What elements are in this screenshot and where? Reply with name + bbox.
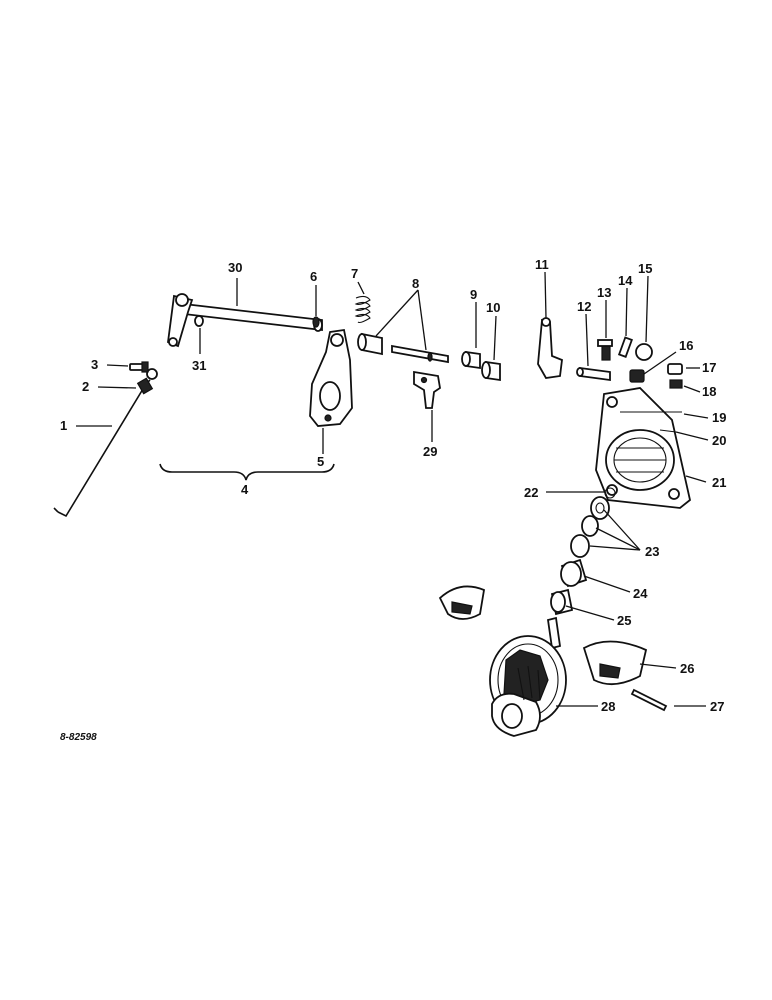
callout-25: 25: [617, 613, 631, 628]
part-31-pin: [194, 315, 204, 327]
callout-14: 14: [618, 273, 633, 288]
callout-21: 21: [712, 475, 726, 490]
part-2-rod-end: [136, 368, 158, 395]
part-9-bushing: [461, 350, 481, 370]
part-23-washers: [570, 496, 610, 558]
part-30-governor-shaft: [167, 293, 323, 348]
part-12-shaft: [576, 366, 611, 382]
part-14-screw: [617, 336, 633, 358]
weight-detail: [438, 585, 486, 620]
part-7-spring: [354, 295, 371, 324]
part-11-lever: [537, 317, 563, 379]
part-24-bushing: [560, 558, 588, 588]
part-8-shaft-sleeve: [357, 332, 449, 364]
callout-2: 2: [82, 379, 89, 394]
callout-24: 24: [633, 586, 648, 601]
callout-3: 3: [91, 357, 98, 372]
callout-27: 27: [710, 699, 724, 714]
part-3-bolt: [129, 361, 149, 373]
part-29-bracket: [413, 370, 441, 409]
brace-4: [159, 463, 335, 481]
part-18-bolt: [669, 379, 683, 389]
figure-reference: 8-82598: [60, 732, 97, 743]
callout-29: 29: [423, 444, 437, 459]
part-5-lever: [309, 328, 353, 427]
part-13-screw: [597, 339, 613, 361]
callout-12: 12: [577, 299, 591, 314]
part-21-housing: [595, 387, 692, 509]
part-22-snap-ring: [604, 487, 616, 499]
callout-19: 19: [712, 410, 726, 425]
part-20-seal: [659, 429, 677, 433]
callout-4: 4: [241, 482, 249, 497]
callout-20: 20: [712, 433, 726, 448]
callout-10: 10: [486, 300, 500, 315]
callout-28: 28: [601, 699, 615, 714]
callout-13: 13: [597, 285, 611, 300]
part-15-plug: [635, 343, 653, 361]
callout-17: 17: [702, 360, 716, 375]
callout-7: 7: [351, 266, 358, 281]
callout-9: 9: [470, 287, 477, 302]
callout-labels: 1 2 3 4 5 6 7 8 9 10 11 12 13 14 15 16 1…: [60, 257, 726, 743]
callout-11: 11: [535, 257, 549, 272]
part-6-clip: [312, 316, 320, 328]
part-25-collar: [550, 588, 574, 616]
part-1-control-rod: [53, 379, 151, 518]
part-17-bolt: [667, 363, 683, 375]
callout-16: 16: [679, 338, 693, 353]
part-10-bushing: [481, 360, 501, 382]
part-16-nut: [629, 369, 645, 383]
callout-31: 31: [192, 358, 206, 373]
callout-6: 6: [310, 269, 317, 284]
part-26-weight: [582, 640, 648, 686]
leader-lines: [76, 271, 709, 707]
callout-23: 23: [645, 544, 659, 559]
callout-1: 1: [60, 418, 67, 433]
callout-8: 8: [412, 276, 419, 291]
callout-22: 22: [524, 485, 538, 500]
callout-30: 30: [228, 260, 242, 275]
callout-18: 18: [702, 384, 716, 399]
part-28-governor-assembly: [489, 616, 567, 737]
part-27-pin: [630, 688, 668, 712]
callout-15: 15: [638, 261, 652, 276]
callout-5: 5: [317, 454, 324, 469]
callout-26: 26: [680, 661, 694, 676]
